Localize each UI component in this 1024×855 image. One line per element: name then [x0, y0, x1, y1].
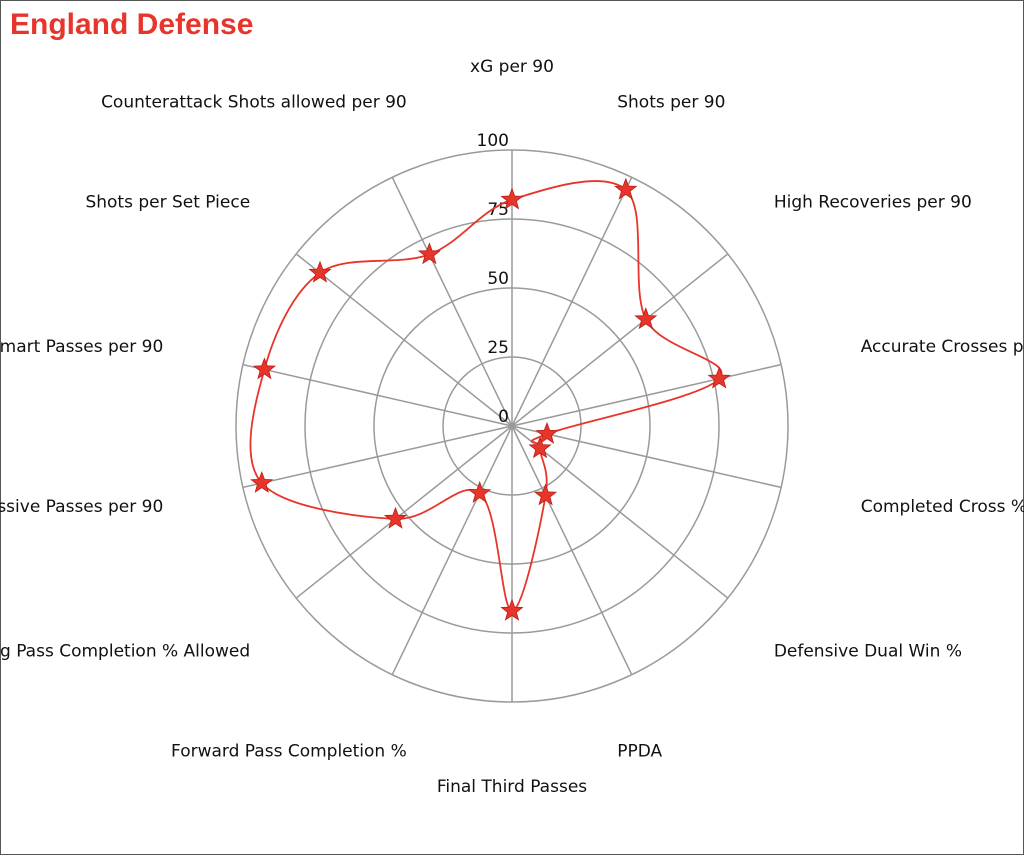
data-point-star — [535, 421, 559, 444]
series-layer — [249, 177, 731, 621]
series-line — [249, 180, 723, 612]
radar-grid — [235, 149, 789, 703]
axis-label: Defensive Dual Win % — [774, 641, 962, 661]
axis-labels: xG per 90 Shots per 90 High Recoveries per… — [0, 57, 1024, 797]
grid-spoke — [391, 177, 513, 427]
data-point-star — [308, 260, 332, 283]
axis-label: PPDA — [617, 741, 662, 761]
data-point-star — [707, 366, 731, 389]
axis-label: High Recoveries per 90 — [774, 193, 972, 213]
grid-spoke — [511, 177, 633, 427]
axis-label: Progressive Passes per 90 — [0, 497, 163, 517]
grid-spoke — [511, 363, 782, 427]
r-tick-label: 25 — [487, 338, 509, 358]
r-tick-label: 0 — [498, 407, 509, 427]
r-tick-label: 75 — [487, 200, 509, 220]
chart-title: England Defense — [10, 8, 254, 41]
grid-spoke — [511, 425, 633, 675]
grid-spoke — [511, 253, 729, 427]
data-point-star — [252, 357, 277, 380]
grid-spoke — [242, 363, 513, 427]
data-point-star — [417, 242, 441, 265]
data-point-star — [500, 598, 524, 621]
grid-spoke — [391, 425, 513, 675]
grid-spoke — [242, 425, 513, 489]
axis-label: xG per 90 — [470, 57, 554, 77]
grid-spoke — [295, 253, 513, 427]
data-point-star — [468, 480, 492, 503]
axis-label: Shots per Set Piece — [85, 193, 250, 213]
axis-label: Shots per 90 — [617, 93, 725, 113]
axis-label: Smart Passes per 90 — [0, 337, 163, 357]
radial-ticks: 0 25 50 75 100 — [477, 131, 509, 427]
axis-label: Accurate Crosses per 90 — [861, 337, 1024, 357]
data-point-star — [383, 506, 407, 529]
axis-label: Forward Pass Completion % — [171, 741, 407, 761]
axis-label: Counterattack Shots allowed per 90 — [101, 93, 407, 113]
axis-label: Completed Cross % Allowed — [861, 497, 1024, 517]
data-point-star — [533, 483, 558, 506]
data-point-star — [614, 177, 638, 200]
grid-spoke — [295, 425, 513, 599]
data-point-star — [500, 187, 524, 210]
data-point-star — [634, 307, 658, 330]
r-tick-label: 50 — [487, 269, 509, 289]
grid-spoke — [511, 425, 729, 599]
grid-spoke — [511, 425, 782, 489]
axis-label: Long Pass Completion % Allowed — [0, 641, 250, 661]
data-point-star — [528, 436, 552, 459]
axis-label: Final Third Passes — [437, 777, 587, 797]
data-point-star — [250, 470, 274, 493]
r-tick-label: 100 — [477, 131, 509, 151]
